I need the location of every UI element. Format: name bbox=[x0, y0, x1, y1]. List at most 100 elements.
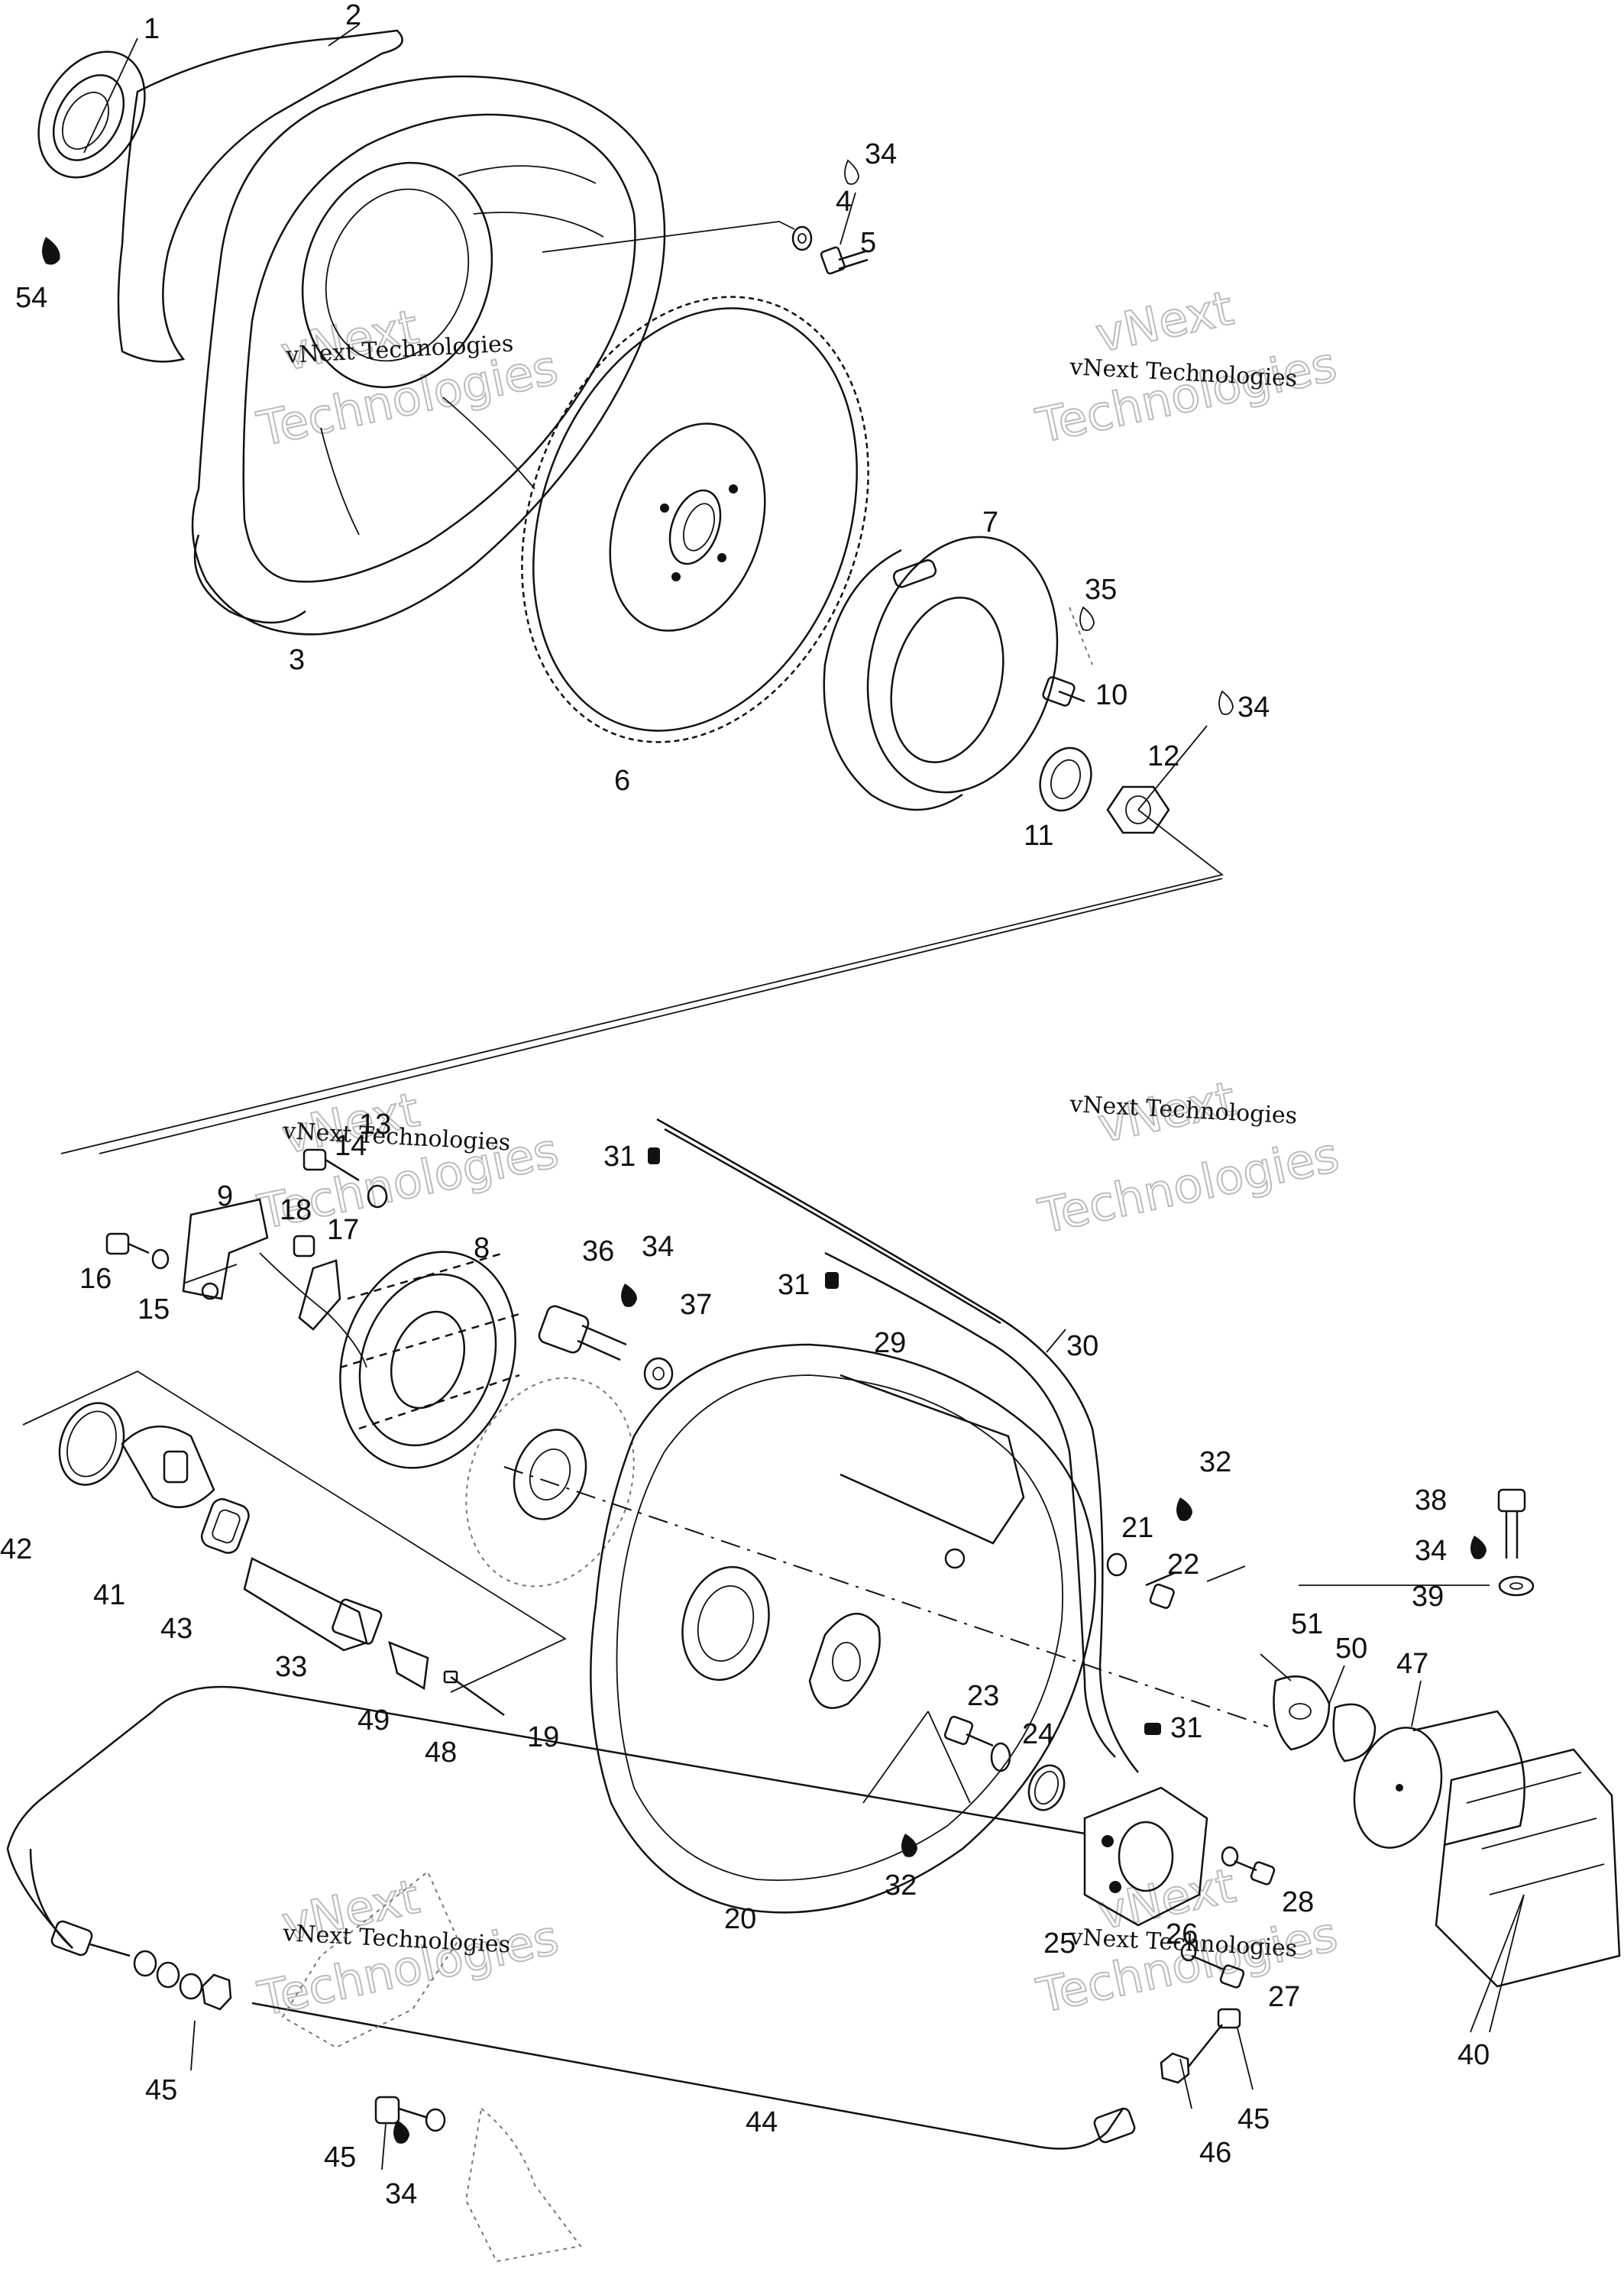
callout-44: 44 bbox=[746, 2106, 778, 2138]
part-screw-38 bbox=[1497, 1488, 1526, 1559]
callout-5: 5 bbox=[860, 227, 876, 259]
part-screw-5 bbox=[820, 246, 869, 275]
callout-8: 8 bbox=[474, 1232, 490, 1264]
callout-7: 7 bbox=[982, 507, 998, 539]
callout-17: 17 bbox=[327, 1214, 359, 1246]
watermark-word: Technologies bbox=[1034, 1126, 1344, 1244]
callout-33: 33 bbox=[275, 1651, 307, 1683]
callout-31: 31 bbox=[603, 1141, 636, 1173]
oil-drop-icon bbox=[1470, 1536, 1487, 1559]
part-o-ring-24 bbox=[1027, 1764, 1066, 1811]
callout-43: 43 bbox=[160, 1613, 192, 1645]
part-screw-36 bbox=[538, 1305, 627, 1361]
callout-34: 34 bbox=[865, 138, 897, 170]
part-screw-16 bbox=[105, 1232, 150, 1255]
part-screw-18 bbox=[293, 1235, 315, 1258]
part-plate-50 bbox=[1332, 1703, 1377, 1762]
callout-31: 31 bbox=[778, 1269, 810, 1301]
leader-lines-bottom bbox=[99, 878, 1525, 2170]
part-washer-21 bbox=[1106, 1552, 1127, 1577]
part-cable-29 bbox=[824, 1251, 1116, 1758]
part-ring-42 bbox=[58, 1402, 125, 1486]
part-grommet-43 bbox=[200, 1498, 250, 1554]
leader-lines-top bbox=[60, 24, 1224, 1154]
part-screw-28 bbox=[1234, 1860, 1276, 1885]
callout-20: 20 bbox=[724, 1903, 756, 1935]
part-washer-39 bbox=[1498, 1575, 1535, 1597]
watermark-top-right: vNext Technologies bbox=[1030, 279, 1342, 455]
part-connector-49 bbox=[388, 1640, 429, 1691]
part-boot-40 bbox=[1435, 1748, 1621, 1988]
oil-drop-icon bbox=[621, 1283, 637, 1307]
part-throttle-lever-outline bbox=[281, 1870, 582, 2263]
callout-45: 45 bbox=[1237, 2103, 1270, 2135]
oil-drop-icons bbox=[42, 159, 1487, 2144]
callout-34: 34 bbox=[385, 2178, 417, 2210]
callout-16: 16 bbox=[79, 1263, 112, 1295]
part-housing bbox=[191, 75, 666, 636]
watermark-word: vNext bbox=[1091, 280, 1237, 363]
callout-22: 22 bbox=[1167, 1549, 1199, 1581]
part-connector-33 bbox=[243, 1557, 383, 1652]
callout-32: 32 bbox=[885, 1869, 917, 1902]
watermark-group: vNext Technologies vNext Technologies vN… bbox=[251, 279, 1344, 2028]
oil-drop-icon bbox=[1079, 606, 1095, 631]
callout-36: 36 bbox=[582, 1235, 614, 1267]
callout-21: 21 bbox=[1121, 1512, 1153, 1544]
callout-9: 9 bbox=[217, 1180, 233, 1212]
callout-19: 19 bbox=[527, 1721, 559, 1753]
oil-drop-icon bbox=[393, 2120, 409, 2144]
part-washer-13 bbox=[367, 1184, 388, 1209]
part-screw-27 bbox=[1180, 1942, 1245, 1989]
watermark-mid-right: vNext Technologies bbox=[1033, 1070, 1344, 1245]
callout-37: 37 bbox=[680, 1289, 712, 1321]
callout-18: 18 bbox=[280, 1194, 312, 1226]
part-sleeve-41 bbox=[121, 1425, 215, 1509]
callout-49: 49 bbox=[357, 1704, 390, 1737]
oil-drop-icon bbox=[1218, 690, 1234, 715]
part-screw-10 bbox=[1042, 676, 1085, 707]
callout-45: 45 bbox=[145, 2074, 177, 2106]
callout-15: 15 bbox=[137, 1293, 170, 1326]
part-clip-31a bbox=[648, 1147, 660, 1164]
part-washer-15 bbox=[151, 1248, 170, 1270]
callout-50: 50 bbox=[1335, 1633, 1367, 1665]
callout-34: 34 bbox=[1415, 1535, 1447, 1567]
part-magneto-rotor bbox=[823, 536, 1059, 811]
callout-51: 51 bbox=[1291, 1608, 1323, 1640]
part-plunger-23 bbox=[943, 1715, 1011, 1772]
part-gasket bbox=[117, 29, 403, 363]
callout-28: 28 bbox=[1282, 1886, 1314, 1918]
callout-34: 34 bbox=[642, 1231, 674, 1263]
part-washer-37 bbox=[643, 1357, 674, 1390]
callout-40: 40 bbox=[1457, 2039, 1490, 2071]
part-oil-pump bbox=[1083, 1786, 1208, 1927]
callout-23: 23 bbox=[967, 1680, 999, 1712]
exploded-frame bbox=[22, 1370, 567, 1693]
callout-54: 54 bbox=[15, 282, 47, 314]
callout-12: 12 bbox=[1147, 740, 1179, 772]
part-screw-14 bbox=[302, 1148, 360, 1182]
callout-39: 39 bbox=[1412, 1581, 1444, 1613]
callout-41: 41 bbox=[93, 1579, 125, 1611]
callout-2: 2 bbox=[345, 0, 361, 31]
part-cable-30 bbox=[656, 1118, 1139, 1773]
part-plate-51 bbox=[1273, 1675, 1331, 1751]
callout-47: 47 bbox=[1396, 1648, 1428, 1680]
callout-38: 38 bbox=[1415, 1484, 1447, 1516]
part-bracket-9 bbox=[182, 1198, 367, 1368]
callout-48: 48 bbox=[425, 1737, 457, 1769]
part-magneto-cover bbox=[590, 1343, 1096, 1914]
part-ring-gear bbox=[521, 296, 869, 743]
callout-46: 46 bbox=[1199, 2137, 1231, 2169]
part-lock-washer bbox=[1039, 746, 1092, 812]
oil-drop-icon bbox=[901, 1834, 917, 1857]
part-solenoid-47 bbox=[1353, 1710, 1525, 1849]
part-cable-end-right bbox=[1093, 2008, 1241, 2144]
part-screw-22 bbox=[1145, 1571, 1177, 1609]
callout-45: 45 bbox=[324, 2141, 356, 2174]
callout-4: 4 bbox=[836, 186, 852, 218]
part-cable-end-left bbox=[50, 1920, 232, 2011]
part-fitting-45-bottom bbox=[374, 2096, 446, 2132]
